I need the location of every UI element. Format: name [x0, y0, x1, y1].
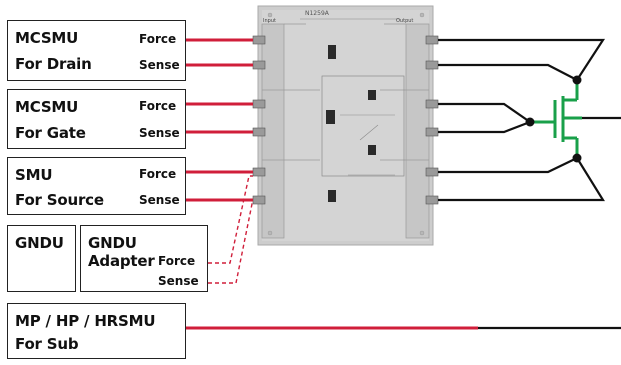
terminal-force-label: Force [139, 99, 177, 113]
terminal-force-label: Force [158, 254, 196, 268]
instrument-box-drain: MCSMU For Drain Force Sense [7, 20, 186, 81]
fixture-title: N1259A [305, 10, 330, 17]
instrument-name: MP / HP / HRSMU [15, 312, 156, 330]
gndu-dashed-cables [208, 175, 253, 284]
terminal-sense-label: Sense [139, 193, 180, 207]
terminal-sense-label: Sense [139, 126, 180, 140]
fixture-input-label: Input [263, 18, 276, 24]
instrument-name: GNDU [15, 234, 64, 252]
terminal-force-label: Force [139, 32, 177, 46]
output-wires [438, 38, 621, 330]
fixture-output-label: Output [396, 18, 413, 24]
dut-nodes [525, 75, 582, 163]
instrument-box-gndu-adapter: GNDU Adapter Force Sense [80, 225, 208, 292]
instrument-role: For Sub [15, 335, 79, 353]
instrument-name: GNDU Adapter [88, 234, 155, 270]
fixture-output-connectors [425, 35, 439, 205]
mosfet-dut [530, 80, 582, 158]
instrument-box-gndu: GNDU [7, 225, 76, 292]
instrument-box-sub: MP / HP / HRSMU For Sub [7, 303, 186, 359]
red-cables [186, 38, 478, 330]
instrument-box-gate: MCSMU For Gate Force Sense [7, 89, 186, 149]
terminal-sense-label: Sense [139, 58, 180, 72]
test-fixture: N1259A Input Output [257, 5, 434, 246]
instrument-role: For Drain [15, 55, 92, 73]
instrument-name: SMU [15, 166, 53, 184]
instrument-box-source: SMU For Source Force Sense [7, 157, 186, 215]
instrument-name: MCSMU [15, 98, 79, 116]
instrument-role: For Gate [15, 124, 86, 142]
terminal-sense-label: Sense [158, 274, 199, 288]
terminal-force-label: Force [139, 167, 177, 181]
instrument-name: MCSMU [15, 29, 79, 47]
instrument-role: For Source [15, 191, 104, 209]
